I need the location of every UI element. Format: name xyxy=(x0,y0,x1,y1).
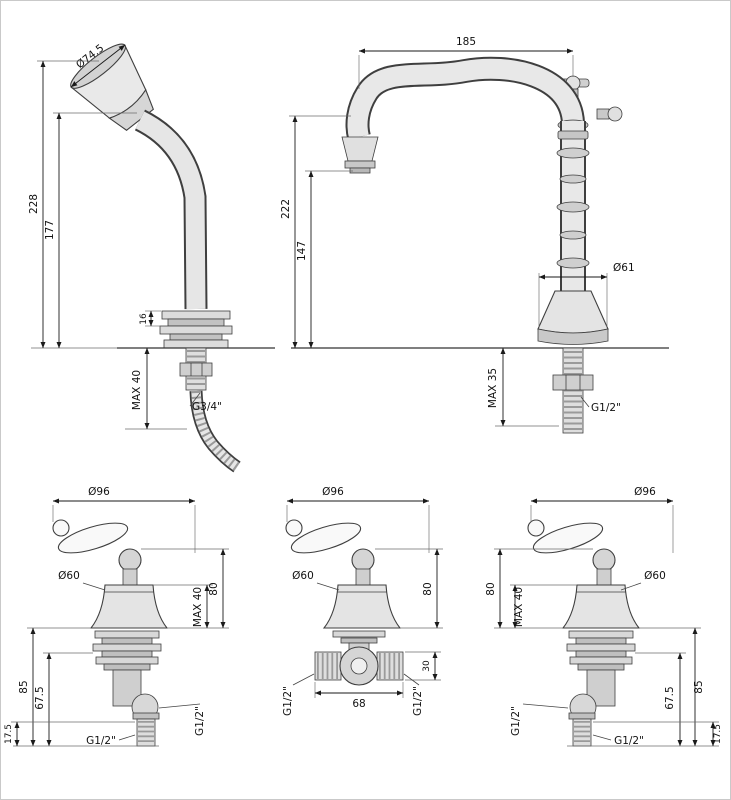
dim-label-reach: 185 xyxy=(456,36,476,48)
dim-label-escutcheon-diameter: Ø60 xyxy=(644,570,666,582)
dim-reach: 185 xyxy=(358,36,574,89)
dim-port-height: 30 xyxy=(405,651,441,681)
lever-handle-icon xyxy=(52,519,142,586)
valve-bell xyxy=(89,584,169,629)
spout-column xyxy=(556,121,590,293)
dim-label-height-above: 80 xyxy=(208,582,220,595)
dim-label-thread-side: G1/2" xyxy=(510,706,522,736)
dim-label-height-above: 80 xyxy=(422,582,434,595)
dim-label-escutcheon-diameter: Ø60 xyxy=(58,570,80,582)
dim-total-height: 222 xyxy=(280,115,351,349)
dim-outlet-depth: 67.5 xyxy=(34,652,93,747)
dim-escutcheon-diameter: Ø60 xyxy=(620,570,666,591)
dim-label-outlet-depth: 67.5 xyxy=(34,686,46,709)
dim-label-thread-left: G1/2" xyxy=(282,686,294,716)
valve-center-figure: Ø96 Ø60 80 30 68 G xyxy=(282,486,443,716)
dim-label-total-height: 222 xyxy=(280,199,292,219)
spout-outlet-tip xyxy=(341,136,379,174)
dim-label-thread-side: G1/2" xyxy=(194,706,206,736)
dim-label-port-span: 68 xyxy=(352,698,365,710)
dim-thread-right: G1/2" xyxy=(403,673,424,716)
dim-height-above: 80 xyxy=(485,548,593,629)
dim-body-depth: 85 xyxy=(639,627,705,747)
dim-thread-left: G1/2" xyxy=(282,673,315,716)
dim-max-deck: MAX 40 xyxy=(131,347,150,430)
dim-label-total-height: 228 xyxy=(28,194,40,214)
dim-outlet-offset: 17.5 xyxy=(4,721,159,747)
dim-label-thread: G1/2" xyxy=(591,402,621,414)
valve-right-figure: Ø96 Ø60 MAX 40 80 85 67.5 xyxy=(485,486,723,747)
dim-thread-side: G1/2" xyxy=(510,703,569,736)
dim-outlet-offset: 17.5 xyxy=(567,721,723,747)
dim-label-outlet-depth: 67.5 xyxy=(664,686,676,709)
dim-label-thread-outlet: G1/2" xyxy=(86,735,116,747)
spout-shank xyxy=(552,347,594,434)
valve-left-figure: Ø96 Ø60 MAX 40 80 85 67.5 xyxy=(4,486,229,747)
dim-label-outlet-offset: 17.5 xyxy=(713,724,723,744)
dim-body-depth: 85 xyxy=(18,627,91,747)
valve-body xyxy=(314,646,404,686)
lever-handle-icon xyxy=(285,519,375,586)
valve-bell xyxy=(322,584,402,629)
dim-label-base-diameter: Ø61 xyxy=(613,262,635,274)
dim-base-diameter: Ø61 xyxy=(538,262,635,327)
dim-label-max-deck: MAX 40 xyxy=(192,587,204,627)
dim-label-max-deck: MAX 40 xyxy=(131,370,143,410)
dim-label-escutcheon-diameter: Ø60 xyxy=(292,570,314,582)
dim-label-handle-diameter: Ø96 xyxy=(634,486,656,498)
dim-thread: G1/2" xyxy=(580,396,621,414)
dim-label-thread: G3/4" xyxy=(192,401,222,413)
dim-thread-outlet: G1/2" xyxy=(86,734,136,747)
dim-height-above: 80 xyxy=(375,548,443,629)
dim-label-port-height: 30 xyxy=(422,660,432,672)
shower-escutcheon xyxy=(159,310,233,349)
shower-handle xyxy=(134,109,208,310)
dim-outlet-depth: 67.5 xyxy=(635,652,686,747)
dim-handle-diameter: Ø96 xyxy=(530,486,674,553)
dim-max-deck: MAX 35 xyxy=(487,347,506,427)
dim-escutcheon-diameter: Ø60 xyxy=(292,570,340,591)
dim-label-handle-diameter: Ø96 xyxy=(322,486,344,498)
valve-rings xyxy=(566,630,636,671)
dim-thread: G3/4" xyxy=(189,392,222,413)
spout-figure: 185 222 147 Ø61 MAX 35 G1/2" xyxy=(280,36,669,434)
dim-label-outlet-height: 147 xyxy=(296,241,308,261)
spout-side-screw-icon xyxy=(596,106,623,122)
spout-base-bell xyxy=(537,290,609,345)
dim-label-collar-height: 16 xyxy=(139,313,149,325)
shower-hose xyxy=(189,390,241,473)
dim-thread-outlet: G1/2" xyxy=(592,734,644,747)
dim-label-thread-outlet: G1/2" xyxy=(614,735,644,747)
valve-body xyxy=(568,669,616,747)
dim-label-outlet-offset: 17.5 xyxy=(4,724,14,744)
dim-handle-diameter: Ø96 xyxy=(52,486,196,553)
dim-label-body-depth: 85 xyxy=(18,680,30,693)
dim-label-thread-right: G1/2" xyxy=(412,686,424,716)
dim-escutcheon-diameter: Ø60 xyxy=(58,570,106,591)
dim-total-height: 228 xyxy=(28,60,99,349)
valve-bell xyxy=(561,584,641,629)
dim-collar-height: 16 xyxy=(139,310,161,327)
dim-body-height: 177 xyxy=(44,112,137,349)
dim-port-span: 68 xyxy=(314,682,404,710)
valve-body xyxy=(112,669,160,747)
dim-label-body-depth: 85 xyxy=(693,680,705,693)
dim-label-body-height: 177 xyxy=(44,220,56,240)
dim-handle-diameter: Ø96 xyxy=(286,486,430,553)
dim-label-max-deck: MAX 40 xyxy=(513,587,525,627)
shower-shank xyxy=(179,347,213,391)
dim-outlet-height: 147 xyxy=(296,170,353,349)
dim-thread-side: G1/2" xyxy=(158,703,206,736)
dim-label-height-above: 80 xyxy=(485,582,497,595)
dim-height-above: 80 xyxy=(141,548,229,629)
lever-handle-icon xyxy=(527,519,616,586)
dim-max-deck: MAX 40 xyxy=(494,584,577,629)
dim-max-deck: MAX 40 xyxy=(153,584,229,629)
spout-arm xyxy=(345,56,589,140)
dim-label-handle-diameter: Ø96 xyxy=(88,486,110,498)
hand-shower-figure: Ø74.5 228 177 16 MAX 40 G3/4" xyxy=(28,42,275,473)
valve-rings xyxy=(92,630,162,671)
dim-label-max-deck: MAX 35 xyxy=(487,368,499,408)
